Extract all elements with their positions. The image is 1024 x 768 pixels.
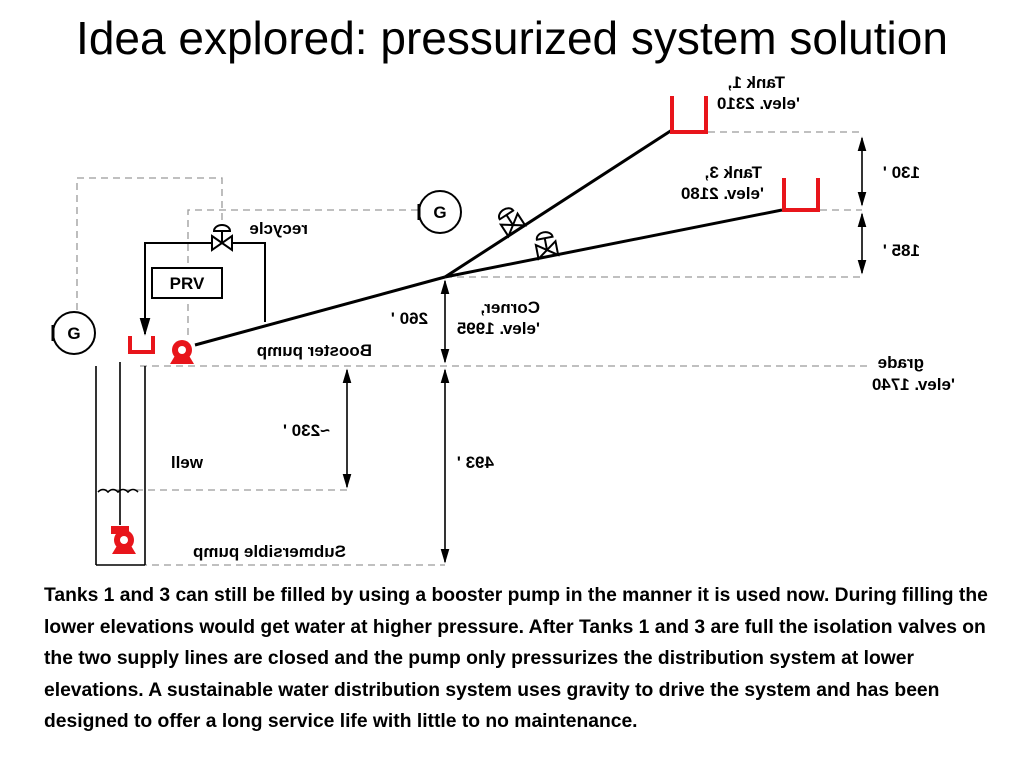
tank1-name-label: Tank 1,: [728, 73, 785, 92]
dim-260-label: 260 ': [391, 309, 428, 328]
dim-185-label: 185 ': [883, 241, 920, 260]
gauge-icon-corner: G: [417, 190, 462, 234]
prv-box: [151, 267, 223, 299]
dim-230-label: ~230 ': [283, 421, 330, 440]
grade-label: grade: [878, 353, 924, 372]
tank3-name-label: Tank 3,: [705, 163, 762, 182]
pressurized-system-diagram: PRV G G: [51, 73, 955, 566]
prv-label: PRV: [170, 274, 205, 293]
well-label: well: [171, 453, 204, 472]
tank1-icon: [670, 96, 708, 134]
corner-elev-label: 'elev. 1995: [457, 319, 540, 338]
supply-pipes: [194, 128, 783, 347]
submersible-pump-label: Submersible pump: [193, 542, 346, 561]
dim-493-label: 493 ': [457, 453, 494, 472]
tank1-elev-label: 'elev. 2310: [717, 94, 800, 113]
tank1-isolation-valve-icon: [493, 203, 527, 238]
recycle-valve-icon: [211, 224, 233, 251]
equipment: [128, 96, 820, 354]
gauge-icon-well: G: [51, 311, 96, 355]
tank3-icon: [782, 178, 820, 212]
caption-text: Tanks 1 and 3 can still be filled by usi…: [44, 585, 988, 733]
dim-130-label: 130 ': [883, 163, 920, 182]
wet-well-tank-icon: [128, 336, 155, 354]
tank3-elev-label: 'elev. 2180: [681, 184, 764, 203]
recycle-label: recycle: [249, 219, 308, 238]
well: [95, 362, 146, 566]
diagram-labels: Tank 1, 'elev. 2310 Tank 3, 'elev. 2180 …: [171, 73, 955, 561]
recycle-loop: [139, 242, 266, 336]
svg-text:G: G: [67, 324, 80, 343]
grade-elev-label: 'elev. 1740: [872, 375, 955, 394]
submersible-pump-icon: [111, 526, 136, 554]
booster-pump-icon: [170, 340, 194, 364]
slide-title: Idea explored: pressurized system soluti…: [76, 12, 948, 64]
booster-pump-label: Booster pump: [257, 341, 372, 360]
svg-text:G: G: [433, 203, 446, 222]
dimension-arrows: [342, 136, 867, 564]
corner-name-label: Corner,: [480, 298, 540, 317]
